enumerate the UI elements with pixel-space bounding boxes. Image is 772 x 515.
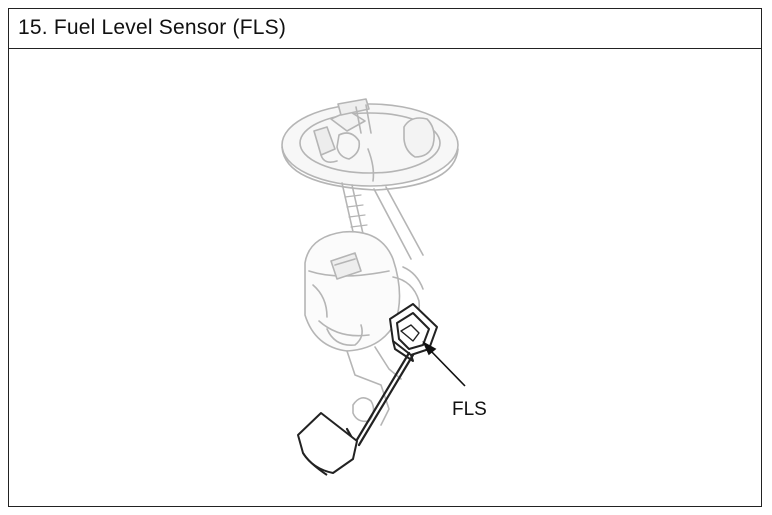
title-bar: 15. Fuel Level Sensor (FLS): [9, 9, 761, 49]
document-frame: 15. Fuel Level Sensor (FLS): [8, 8, 762, 507]
fuel-pump-drawing: FLS: [281, 98, 487, 476]
fuel-pump-illustration: FLS: [9, 49, 761, 506]
fls-callout-label: FLS: [452, 399, 487, 420]
page-title: 15. Fuel Level Sensor (FLS): [18, 16, 287, 39]
